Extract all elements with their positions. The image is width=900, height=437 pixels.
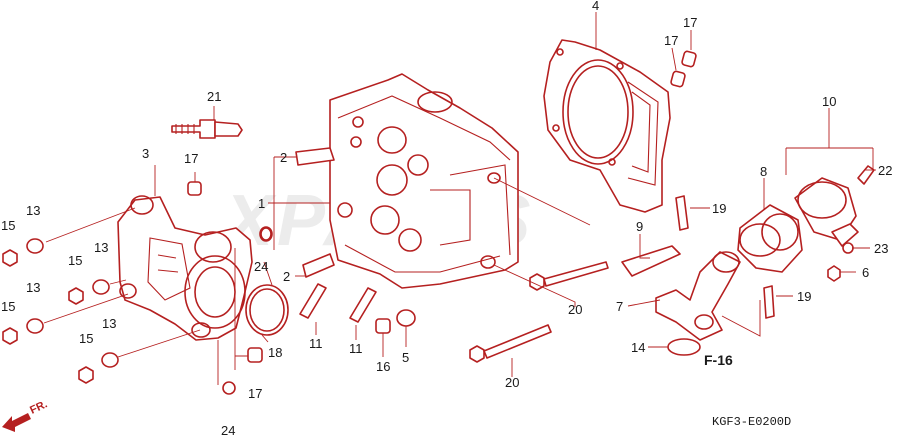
callout-15-c: 15 — [1, 299, 15, 314]
leader-lines — [43, 12, 876, 385]
callout-18: 18 — [268, 345, 282, 360]
callout-8: 8 — [760, 164, 767, 179]
cover-washers-nuts[interactable] — [2, 238, 119, 384]
cylinder-head-gasket[interactable] — [543, 39, 671, 213]
callout-4: 4 — [592, 0, 599, 13]
callout-6: 6 — [862, 265, 869, 280]
carburetor-insulator[interactable] — [737, 204, 803, 273]
callout-2-lower: 2 — [283, 269, 290, 284]
callout-22: 22 — [878, 163, 892, 178]
cylinder-head-cover[interactable] — [117, 195, 253, 341]
front-direction-arrow: FR. — [2, 398, 49, 432]
head-bolts[interactable] — [469, 261, 609, 363]
callout-20-lower: 20 — [505, 375, 519, 390]
callout-11-right: 11 — [349, 341, 363, 356]
callout-15-b: 15 — [68, 253, 82, 268]
o-ring[interactable] — [667, 338, 701, 356]
cylinder-head[interactable] — [329, 73, 519, 289]
callout-13-c: 13 — [26, 280, 40, 295]
sealing-washer[interactable] — [396, 309, 416, 327]
stud-bolts[interactable] — [295, 147, 377, 323]
callout-17-top: 17 — [683, 15, 697, 30]
callout-7: 7 — [616, 299, 623, 314]
callout-13-b: 13 — [94, 240, 108, 255]
callout-9: 9 — [636, 219, 643, 234]
callout-17-left: 17 — [184, 151, 198, 166]
callout-16: 16 — [376, 359, 390, 374]
intake-pipe[interactable] — [621, 245, 741, 341]
insulator-bolts[interactable] — [675, 195, 775, 319]
callout-14: 14 — [631, 340, 645, 355]
dowel-pin-head[interactable] — [375, 318, 391, 334]
callout-3: 3 — [142, 146, 149, 161]
callout-21: 21 — [207, 89, 221, 104]
insulator-band[interactable] — [794, 165, 875, 282]
callout-5: 5 — [402, 350, 409, 365]
dowel-pin-cover[interactable] — [187, 181, 202, 196]
callout-19-upper: 19 — [712, 201, 726, 216]
callout-13-d: 13 — [102, 316, 116, 331]
fr-label: FR. — [28, 398, 49, 416]
callout-1: 1 — [258, 196, 265, 211]
callout-17-mid: 17 — [664, 33, 678, 48]
callout-24-upper: 24 — [254, 259, 268, 274]
callout-24-lower: 24 — [221, 423, 235, 437]
callout-13-a: 13 — [26, 203, 40, 218]
cover-bolt[interactable] — [260, 227, 272, 241]
callout-15-d: 15 — [79, 331, 93, 346]
callout-11-left: 11 — [309, 336, 323, 351]
diagram-code: KGF3-E0200D — [712, 415, 791, 429]
callout-15-a: 15 — [1, 218, 15, 233]
callout-2-upper: 2 — [280, 150, 287, 165]
reference-section-label: F-16 — [704, 352, 733, 368]
dowel-pin-upper[interactable] — [670, 50, 697, 88]
callout-17-bottom: 17 — [248, 386, 262, 401]
callout-19-lower: 19 — [797, 289, 811, 304]
callout-10: 10 — [822, 94, 836, 109]
circlip-o-ring[interactable] — [222, 226, 289, 395]
callout-20-upper: 20 — [568, 302, 582, 317]
spark-plug[interactable] — [171, 119, 243, 139]
callout-23: 23 — [874, 241, 888, 256]
